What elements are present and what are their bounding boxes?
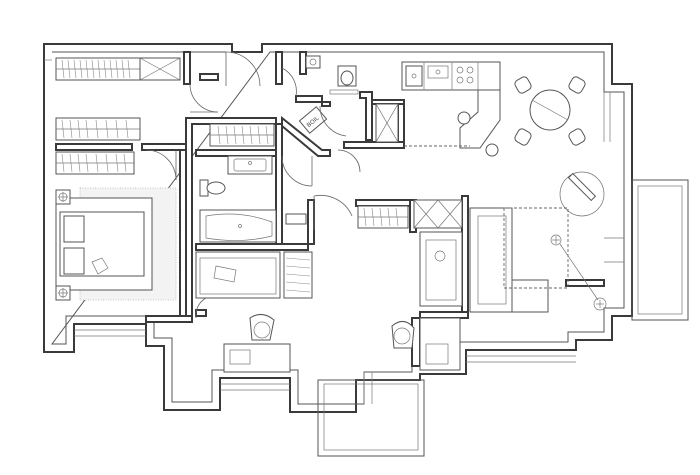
right-balcony <box>603 92 689 321</box>
bathroom <box>199 155 307 243</box>
closet-top-left <box>55 57 181 81</box>
study <box>195 251 461 373</box>
bottom-balcony <box>317 372 425 457</box>
closet-bedroom <box>55 151 135 175</box>
dining-table <box>514 76 586 146</box>
closet-mid-left <box>55 117 141 141</box>
windows <box>44 59 576 391</box>
closet-study <box>283 251 313 299</box>
closet-corridor <box>209 123 275 147</box>
bedroom <box>55 187 177 301</box>
wc <box>305 55 359 95</box>
doors <box>145 51 361 319</box>
boiler: BOIL <box>298 106 328 134</box>
kitchen <box>375 61 501 157</box>
closet-living <box>357 199 463 229</box>
living-area <box>419 171 607 313</box>
